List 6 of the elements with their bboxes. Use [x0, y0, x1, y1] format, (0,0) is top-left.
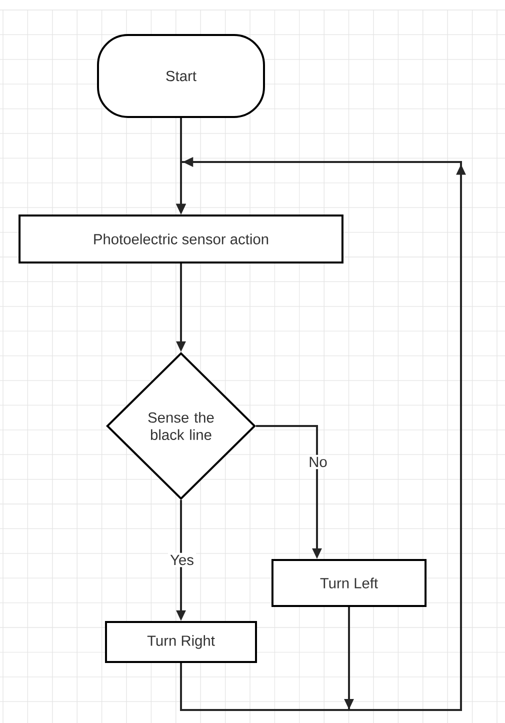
process-box: Photoelectric sensor action	[18, 214, 344, 264]
process-box: Turn Right	[105, 621, 257, 663]
start-terminal: Start	[97, 34, 265, 118]
edge-label: Yes	[168, 552, 196, 568]
process-box: Turn Left	[271, 559, 427, 607]
edge-label: No	[306, 454, 330, 470]
